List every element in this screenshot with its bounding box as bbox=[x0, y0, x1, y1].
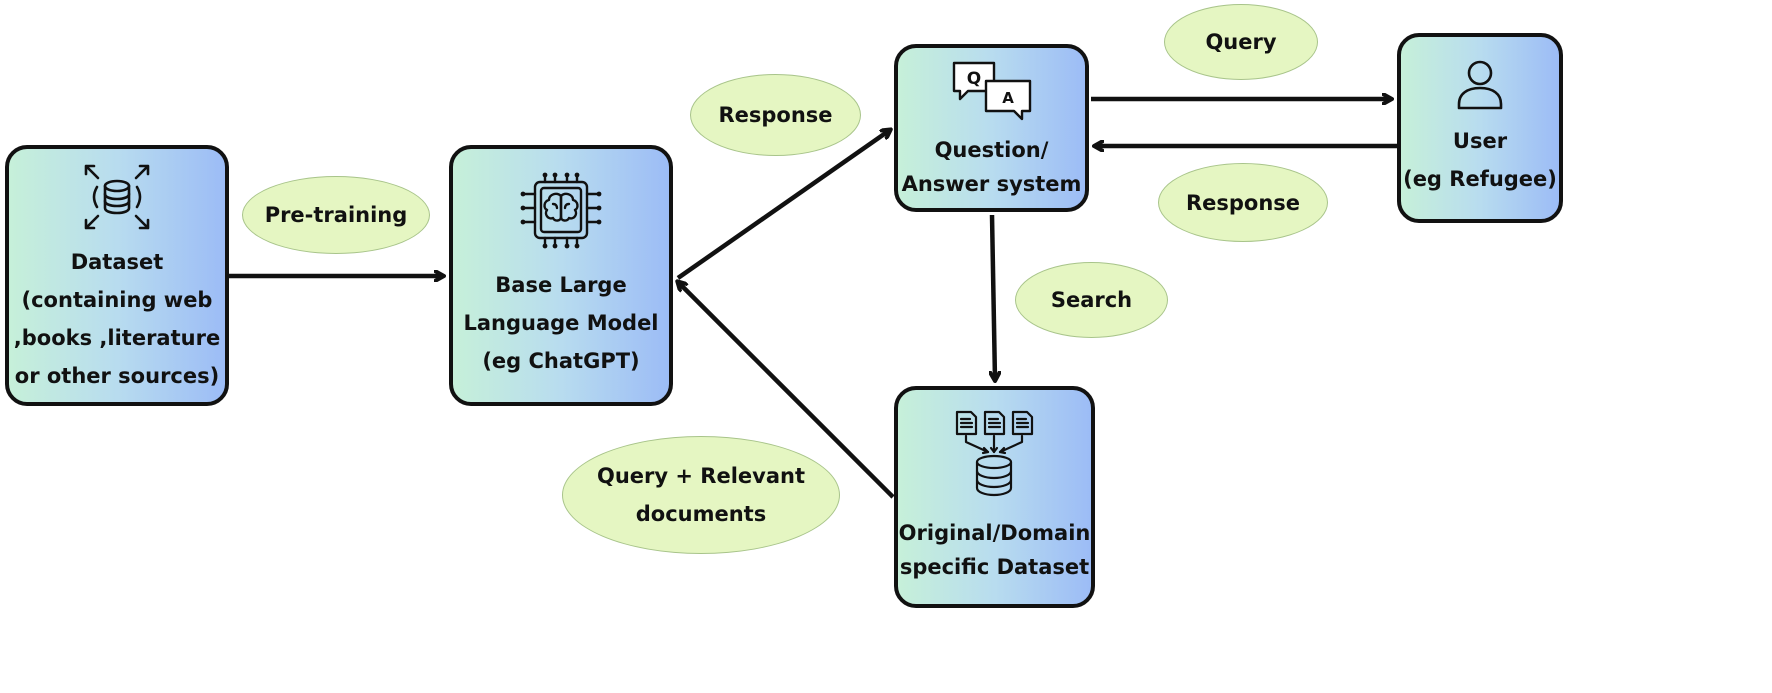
user-node: User (eg Refugee) bbox=[1397, 33, 1563, 223]
dataset-label-line: (containing web bbox=[21, 287, 213, 312]
domain-dataset-label: Original/Domain specific Dataset bbox=[899, 516, 1091, 584]
qa-chat-icon: Q A bbox=[952, 61, 1031, 121]
user-label: User (eg Refugee) bbox=[1403, 122, 1557, 198]
user-label-line: User bbox=[1452, 129, 1508, 153]
documents-to-database-icon bbox=[955, 410, 1033, 497]
qa-label-line: Question/ bbox=[934, 138, 1049, 162]
dataset-node: Dataset (containing web ,books ,literatu… bbox=[5, 145, 229, 406]
llm-label-line: Language Model bbox=[463, 310, 659, 335]
edge-label-text: Response bbox=[718, 103, 833, 127]
llm-node: Base Large Language Model (eg ChatGPT) bbox=[449, 145, 673, 406]
domain-dataset-node: Original/Domain specific Dataset bbox=[894, 386, 1095, 608]
dataset-label-line: or other sources) bbox=[14, 363, 220, 388]
dataset-label-line: Dataset bbox=[70, 249, 164, 274]
edge-label-response-to-llm: Response bbox=[690, 74, 861, 156]
qa-label: Question/ Answer system bbox=[902, 133, 1082, 201]
arrow-domain-to-llm bbox=[678, 282, 895, 499]
user-icon bbox=[1457, 60, 1503, 110]
svg-text:A: A bbox=[1002, 89, 1014, 107]
domain-dataset-label-line: Original/Domain bbox=[898, 521, 1091, 545]
domain-dataset-label-line: specific Dataset bbox=[899, 555, 1090, 579]
database-expand-icon bbox=[84, 164, 150, 229]
edge-label-text: Query + Relevant bbox=[596, 464, 805, 488]
arrow-llm-to-qa bbox=[676, 130, 890, 280]
edge-label-text: Pre-training bbox=[264, 203, 408, 227]
edge-label-text: Search bbox=[1050, 288, 1133, 312]
llm-label-line: (eg ChatGPT) bbox=[482, 348, 640, 373]
svg-text:Q: Q bbox=[966, 69, 980, 89]
qa-label-line: Answer system bbox=[901, 172, 1082, 196]
edge-label-pretraining: Pre-training bbox=[242, 176, 430, 254]
qa-node: Q A Question/ Answer system bbox=[894, 44, 1089, 212]
edge-label-text: Response bbox=[1185, 190, 1301, 215]
edge-label-search: Search bbox=[1015, 262, 1168, 338]
edge-label-text: Query bbox=[1205, 30, 1277, 54]
edge-label-query-from-qa: Query bbox=[1164, 4, 1318, 80]
llm-label: Base Large Language Model (eg ChatGPT) bbox=[463, 266, 658, 380]
edge-label-response-from-user: Response bbox=[1158, 163, 1328, 242]
edge-label-text: documents bbox=[635, 502, 767, 526]
dataset-label-line: ,books ,literature bbox=[13, 325, 221, 350]
llm-label-line: Base Large bbox=[495, 272, 627, 297]
arrow-qa-to-domain bbox=[992, 214, 995, 380]
user-label-line: (eg Refugee) bbox=[1403, 167, 1557, 191]
edge-label-query-relevant-docs: Query + Relevant documents bbox=[562, 436, 840, 554]
dataset-label: Dataset (containing web ,books ,literatu… bbox=[14, 243, 220, 395]
brain-chip-icon bbox=[520, 172, 602, 248]
